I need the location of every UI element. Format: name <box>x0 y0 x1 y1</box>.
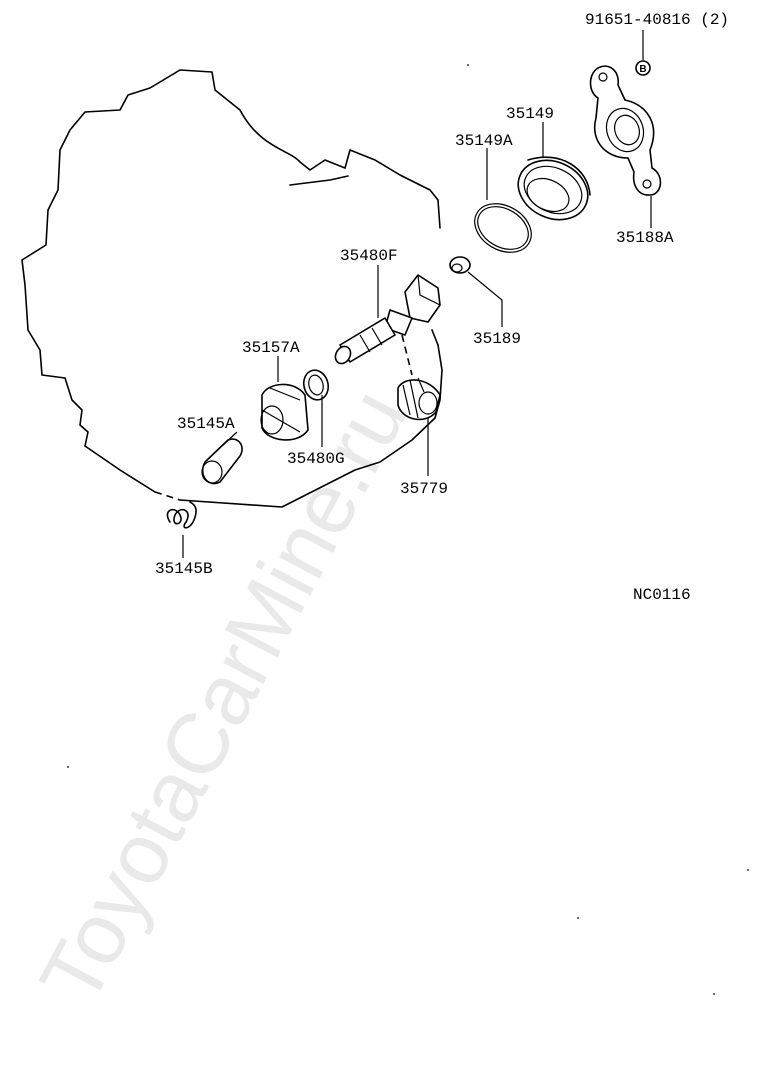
diagram-code: NC0116 <box>633 586 691 604</box>
part-labels: 91651-40816 (2) 35149 35149A 35188A 3548… <box>155 11 729 604</box>
bolt-marker-letter: B <box>639 64 646 75</box>
o-ring-35149a <box>474 203 532 253</box>
label-35189: 35189 <box>473 330 521 348</box>
scan-specks <box>67 64 749 995</box>
spring-35145b <box>166 501 197 529</box>
sleeve-35157a <box>260 383 309 441</box>
sleeve-35149 <box>517 156 591 221</box>
label-91651-40816: 91651-40816 (2) <box>585 11 729 29</box>
label-35480f: 35480F <box>340 247 398 265</box>
label-35145b: 35145B <box>155 560 213 578</box>
label-35145a: 35145A <box>177 415 235 433</box>
label-35779: 35779 <box>400 480 448 498</box>
plunger-35145a <box>201 438 243 485</box>
washer-35480g <box>302 369 330 401</box>
label-35188a: 35188A <box>616 229 674 247</box>
shaft-to-gear-guide <box>401 334 413 376</box>
label-35149a: 35149A <box>455 132 513 150</box>
leader-lines <box>182 122 652 558</box>
driven-gear-shaft-35480f <box>334 274 441 365</box>
plug-35189 <box>449 256 471 274</box>
label-35149: 35149 <box>506 105 554 123</box>
label-35480g: 35480G <box>287 450 345 468</box>
label-35157a: 35157A <box>242 339 300 357</box>
bolt-marker: B <box>635 30 651 76</box>
transmission-case-outline <box>21 69 443 508</box>
driven-gear-35779 <box>397 377 441 421</box>
retainer-plate-35188a <box>589 65 662 196</box>
